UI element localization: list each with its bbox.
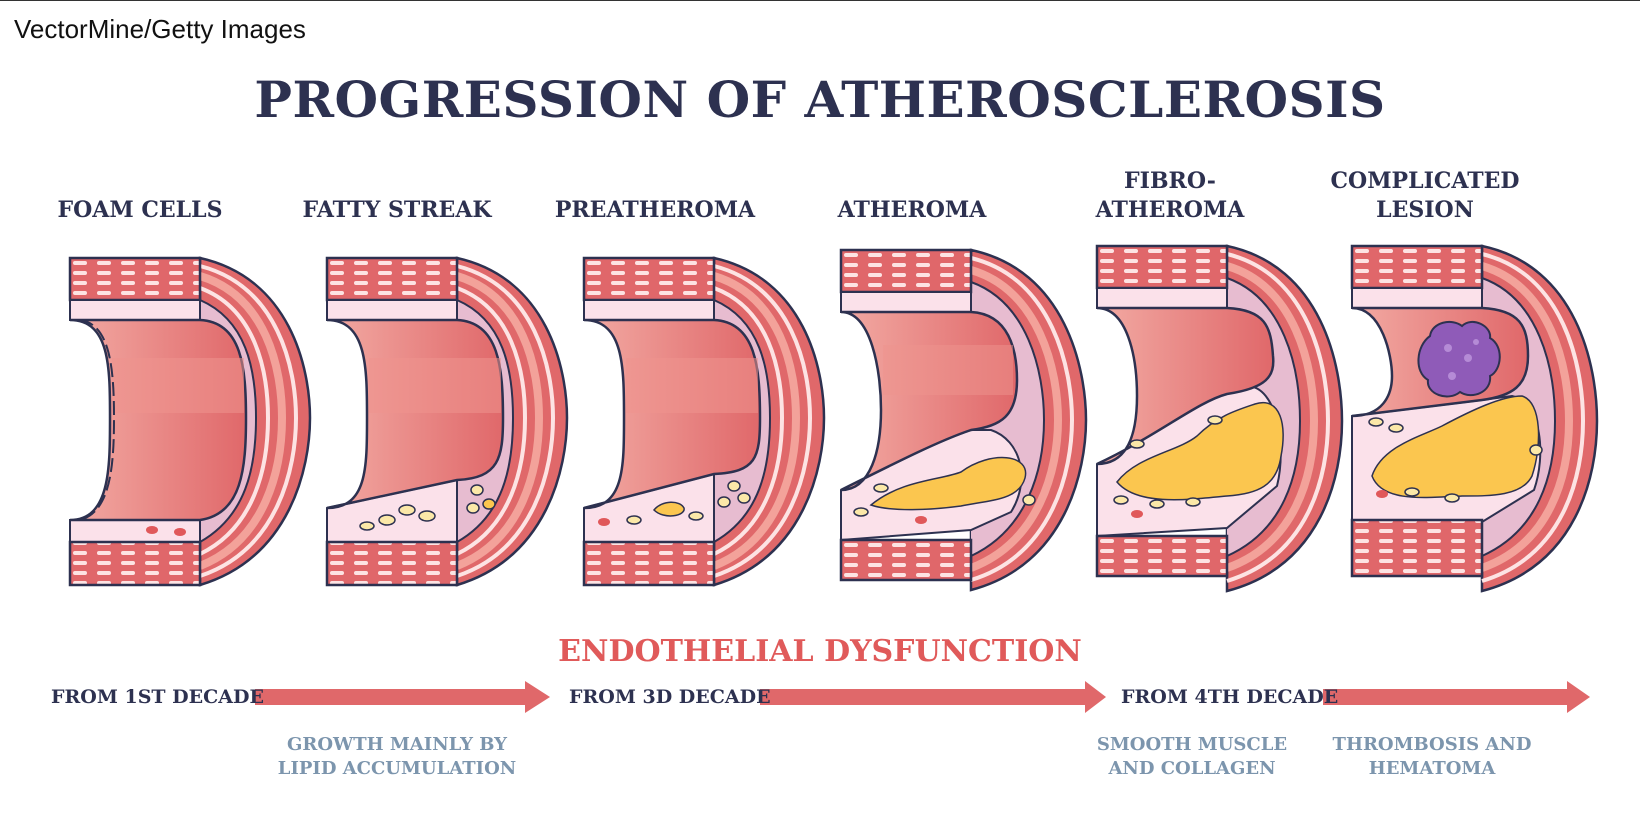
note-smooth-muscle: SMOOTH MUSCLE AND COLLAGEN — [1072, 733, 1312, 781]
stage-label-line: FIBRO- — [1124, 168, 1216, 194]
stage-label-line: COMPLICATED — [1330, 168, 1520, 194]
note-line: THROMBOSIS AND — [1332, 734, 1532, 755]
stage-label-line: LESION — [1376, 197, 1474, 223]
artery-stage-6 — [1350, 244, 1599, 593]
note-line: SMOOTH MUSCLE — [1096, 734, 1288, 755]
arrow-1 — [255, 681, 550, 713]
note-line: AND COLLAGEN — [1108, 758, 1276, 779]
artery-stage-3 — [582, 256, 826, 587]
stage-label-foam-cells: FOAM CELLS — [20, 196, 260, 225]
endothelial-dysfunction-heading: ENDOTHELIAL DYSFUNCTION — [558, 634, 1082, 669]
top-border — [0, 0, 1640, 1]
stage-label-line: FOAM CELLS — [57, 197, 223, 223]
artery-stage-4 — [839, 248, 1088, 592]
note-lipid-accumulation: GROWTH MAINLY BY LIPID ACCUMULATION — [277, 733, 517, 781]
note-thrombosis: THROMBOSIS AND HEMATOMA — [1312, 733, 1552, 781]
stage-label-complicated-lesion: COMPLICATED LESION — [1305, 167, 1545, 225]
artery-stage-5 — [1095, 244, 1344, 593]
page-title: PROGRESSION OF ATHEROSCLEROSIS — [254, 70, 1386, 129]
arrow-2 — [760, 681, 1106, 713]
note-line: GROWTH MAINLY BY — [286, 734, 508, 755]
decade-label-3: FROM 4TH DECADE — [1121, 686, 1339, 708]
stage-label-line: ATHEROMA — [837, 197, 987, 223]
note-line: LIPID ACCUMULATION — [277, 758, 517, 779]
stage-label-fatty-streak: FATTY STREAK — [277, 196, 517, 225]
arrow-3 — [1323, 681, 1590, 713]
stage-label-line: ATHEROMA — [1095, 197, 1245, 223]
stage-label-atheroma: ATHEROMA — [792, 196, 1032, 225]
decade-label-1: FROM 1ST DECADE — [51, 686, 264, 708]
stage-label-line: FATTY STREAK — [302, 197, 492, 223]
stage-label-preatheroma: PREATHEROMA — [535, 196, 775, 225]
image-credit: VectorMine/Getty Images — [14, 14, 306, 44]
stage-label-fibroatheroma: FIBRO- ATHEROMA — [1050, 167, 1290, 225]
stage-label-line: PREATHEROMA — [554, 197, 756, 223]
artery-stage-1 — [68, 256, 312, 587]
artery-stage-2 — [325, 256, 569, 587]
note-line: HEMATOMA — [1368, 758, 1496, 779]
decade-label-2: FROM 3D DECADE — [569, 686, 771, 708]
